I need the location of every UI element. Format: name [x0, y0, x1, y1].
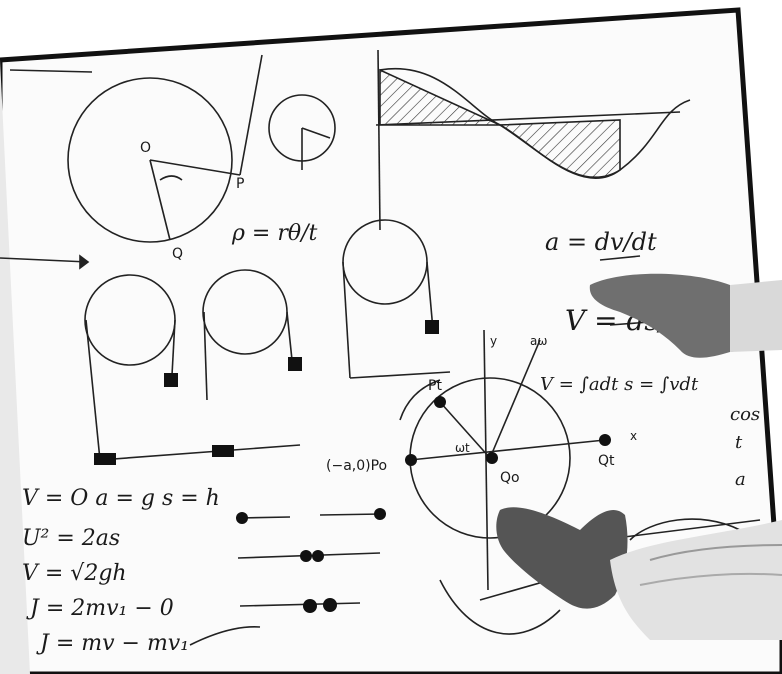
label-po: (−a,0)Po	[326, 458, 387, 474]
label-pt: Pt	[428, 378, 442, 394]
label-aw: aω	[530, 334, 547, 348]
label-y: y	[490, 334, 497, 348]
label-t: t	[735, 432, 743, 453]
presenter-hand-lower	[496, 507, 782, 640]
presenter-hand-upper	[589, 273, 782, 358]
label-x: x	[630, 429, 637, 443]
eq-rho: ρ = rθ/t	[231, 221, 318, 246]
label-p: P	[236, 176, 244, 192]
eq-v-sqrt: V = √2gh	[22, 561, 127, 586]
label-a: a	[735, 469, 746, 490]
sketch-circle-large	[67, 77, 233, 243]
eq-impulse-2: J = mv − mv₁	[36, 631, 189, 656]
label-qo: Qo	[500, 470, 520, 486]
label-o: O	[140, 140, 151, 156]
eq-v-squared: U² = 2as	[22, 526, 120, 551]
eq-integral: V = ∫adt s = ∫vdt	[540, 374, 699, 395]
label-qt: Qt	[598, 453, 615, 469]
eq-impulse-1: J = 2mv₁ − 0	[26, 596, 174, 621]
label-cos: cos	[730, 404, 760, 425]
eq-initial: V = O a = g s = h	[22, 486, 220, 511]
label-q: Q	[172, 246, 183, 262]
eq-acceleration: a = dv/dt	[545, 228, 657, 256]
label-wt: ωt	[455, 441, 470, 455]
